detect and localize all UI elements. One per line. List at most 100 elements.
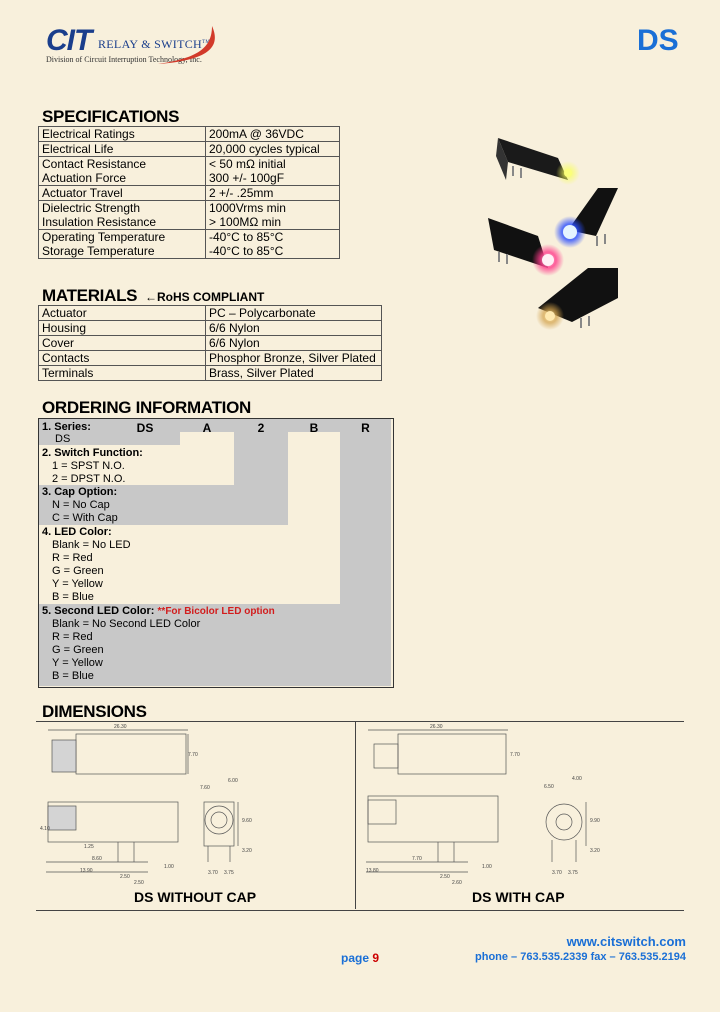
- spec-row: Contact Resistance Actuation Force< 50 m…: [38, 156, 340, 186]
- spec-label: Electrical Ratings: [38, 126, 206, 142]
- spec-value: -40°C to 85°C -40°C to 85°C: [205, 229, 340, 259]
- dimc-width: 26.30: [430, 724, 443, 730]
- material-value: PC – Polycarbonate: [205, 305, 382, 321]
- dimc-height: 7.70: [510, 752, 520, 758]
- dimensions-heading: DIMENSIONS: [42, 702, 147, 721]
- material-value: Phosphor Bronze, Silver Plated: [205, 350, 382, 366]
- second-led-opt3: G = Green: [52, 644, 104, 656]
- dim-d8: 1.00: [164, 864, 174, 870]
- dim-d6: 2.50: [120, 874, 130, 880]
- led-color-opt3: G = Green: [52, 565, 104, 577]
- bicolor-note: **For Bicolor LED option: [157, 606, 275, 617]
- product-photo: [488, 138, 618, 330]
- ordering-shade-second-led-body: [39, 604, 340, 686]
- ordering-col-cap: 2: [257, 421, 265, 435]
- ordering-shade-series: [39, 419, 180, 445]
- second-led-opt4: Y = Yellow: [52, 657, 103, 669]
- dim-d9: 9.60: [242, 818, 252, 824]
- contact-phone-fax: phone – 763.535.2339 fax – 763.535.2194: [475, 951, 686, 963]
- second-led-label-text: 5. Second LED Color:: [42, 605, 155, 617]
- ordering-col-series: DS: [136, 421, 154, 435]
- dim-d11: 3.70: [208, 870, 218, 876]
- spec-label: Electrical Life: [38, 141, 206, 157]
- logo-swoosh-icon: [158, 26, 215, 64]
- led-color-opt5: B = Blue: [52, 591, 94, 603]
- switch-function-opt2: 2 = DPST N.O.: [52, 473, 126, 485]
- caption-with-cap: DS WITH CAP: [472, 889, 565, 905]
- second-led-opt2: R = Red: [52, 631, 93, 643]
- dim-d5: 13.90: [80, 868, 93, 874]
- led-color-opt4: Y = Yellow: [52, 578, 103, 590]
- logo-relay-switch-text: RELAY & SWITCH: [98, 37, 202, 51]
- dim-d3: 1.25: [84, 844, 94, 850]
- dimensions-separator: [355, 721, 356, 909]
- ordering-shade-second-led: [340, 419, 391, 686]
- spec-label: Contact Resistance Actuation Force: [38, 156, 206, 186]
- spec-label: Dielectric Strength Insulation Resistanc…: [38, 200, 206, 230]
- switch-yellow: [496, 138, 580, 185]
- cap-option-opt2: C = With Cap: [52, 512, 118, 524]
- second-led-label: 5. Second LED Color: **For Bicolor LED o…: [42, 605, 275, 618]
- second-led-opt5: B = Blue: [52, 670, 94, 682]
- dim-d4: 8.60: [92, 856, 102, 862]
- dimensions-frame: [36, 721, 684, 911]
- material-label: Terminals: [38, 365, 206, 381]
- ordering-col-led: B: [309, 421, 319, 435]
- logo-relay-switch: RELAY & SWITCHTM: [98, 37, 210, 52]
- switch-function-opt1: 1 = SPST N.O.: [52, 460, 125, 472]
- logo-tm: TM: [201, 40, 211, 45]
- dim-d1: 7.60: [200, 785, 210, 791]
- material-value: 6/6 Nylon: [205, 320, 382, 336]
- spec-value: 20,000 cycles typical: [205, 141, 340, 157]
- spec-label: Actuator Travel: [38, 185, 206, 201]
- logo-cit: CIT: [46, 24, 92, 57]
- caption-without-cap: DS WITHOUT CAP: [134, 889, 257, 905]
- materials-heading: MATERIALS: [42, 286, 138, 305]
- ordering-shade-a-head: [180, 419, 234, 432]
- spec-value: 2 +/- .25mm: [205, 185, 340, 201]
- cap-option-opt1: N = No Cap: [52, 499, 110, 511]
- material-label: Housing: [38, 320, 206, 336]
- rohs-note: ←RoHS COMPLIANT: [145, 290, 265, 304]
- material-label: Cover: [38, 335, 206, 351]
- spec-value: < 50 mΩ initial 300 +/- 100gF: [205, 156, 340, 186]
- dimc-d4: 13.80: [366, 868, 379, 874]
- led-color-opt1: Blank = No LED: [52, 539, 131, 551]
- switch-orange: [536, 268, 618, 330]
- series-title: DS: [637, 24, 679, 57]
- led-color-opt2: R = Red: [52, 552, 93, 564]
- drawing-without-cap: 26.30 7.70 7.60 6.00 4.10 1.25 8.60 13.9…: [40, 724, 252, 886]
- dimc-d2: 4.00: [572, 776, 582, 782]
- logo-division: Division of Circuit Interruption Technol…: [46, 55, 202, 64]
- website-link[interactable]: www.citswitch.com: [566, 934, 686, 949]
- switch-blue: [554, 188, 618, 248]
- specifications-heading: SPECIFICATIONS: [42, 107, 180, 126]
- page-label: page: [341, 951, 370, 965]
- switch-function-label: 2. Switch Function:: [42, 447, 143, 459]
- ordering-shade-cap: [39, 485, 288, 525]
- material-value: Brass, Silver Plated: [205, 365, 382, 381]
- dimc-d7: 1.00: [482, 864, 492, 870]
- dim-d12: 3.75: [224, 870, 234, 876]
- page-number-value: 9: [372, 951, 380, 965]
- dim-d2: 6.00: [228, 778, 238, 784]
- dimc-d11: 3.75: [568, 870, 578, 876]
- material-label: Actuator: [38, 305, 206, 321]
- spec-row: Dielectric Strength Insulation Resistanc…: [38, 200, 340, 230]
- dimc-d6: 2.60: [452, 880, 462, 886]
- ordering-shade-function: [234, 419, 288, 485]
- dim-height: 7.70: [188, 752, 198, 758]
- second-led-opt1: Blank = No Second LED Color: [52, 618, 201, 630]
- dim-d10: 3.20: [242, 848, 252, 854]
- ordering-col-function: A: [202, 421, 212, 435]
- ordering-heading: ORDERING INFORMATION: [42, 398, 252, 417]
- spec-value: 200mA @ 36VDC: [205, 126, 340, 142]
